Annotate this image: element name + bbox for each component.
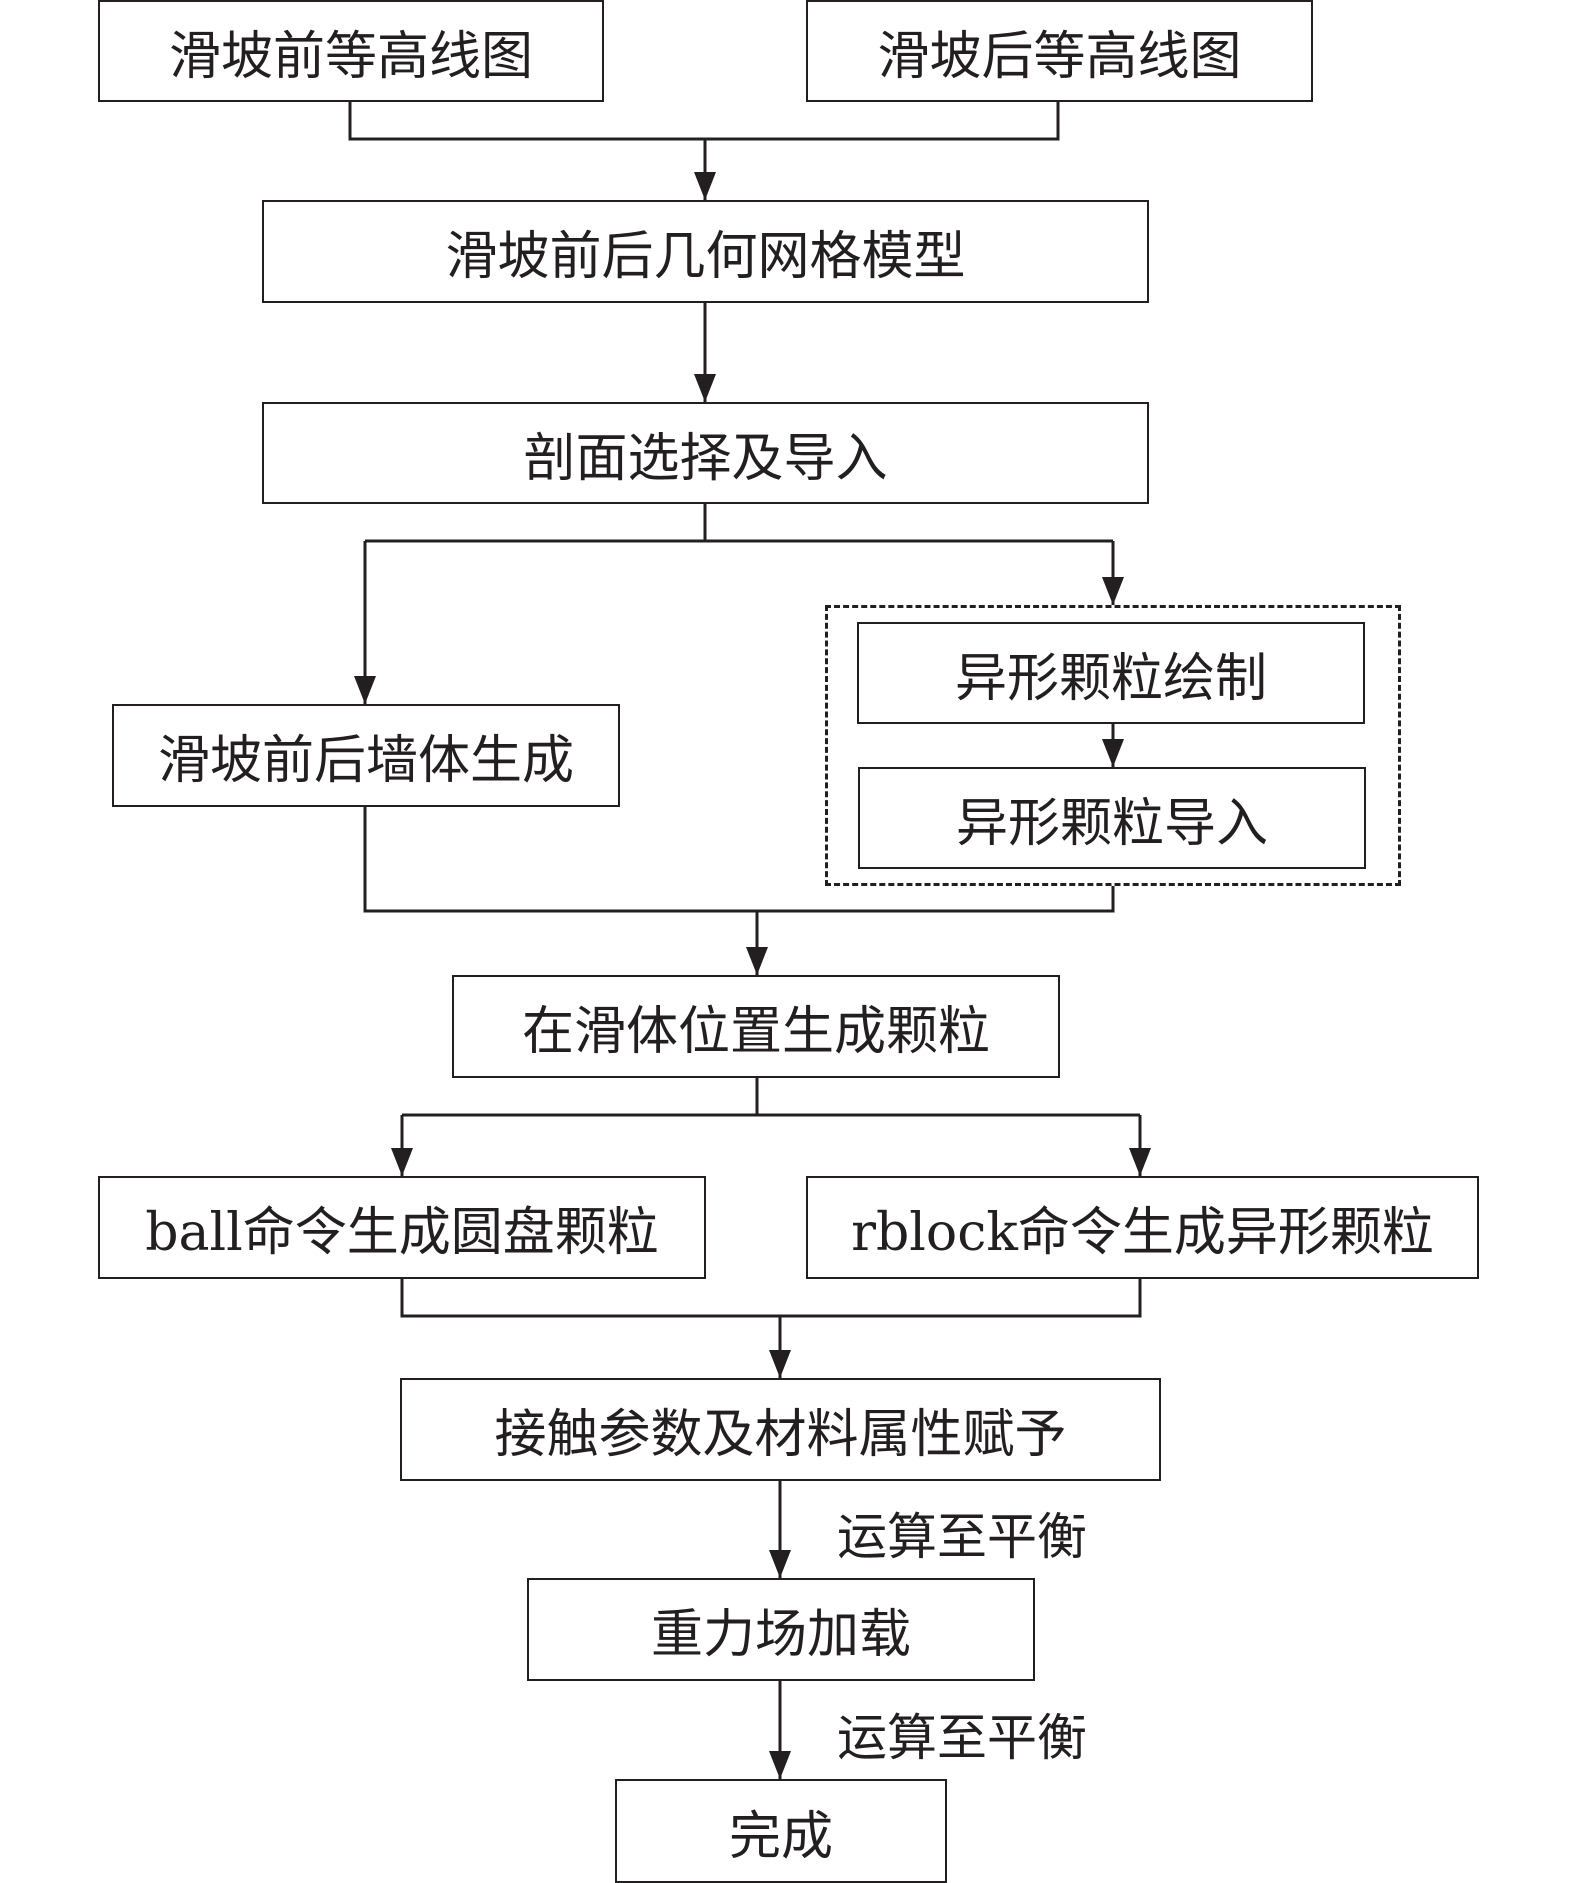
arrowhead-geometry-mesh <box>694 172 716 200</box>
arrowhead-wall-generate <box>354 676 376 704</box>
node-rblock-command: rblock命令生成异形颗粒 <box>806 1176 1479 1279</box>
arrowhead-rblock-command <box>1129 1148 1151 1176</box>
node-ball-command: ball命令生成圆盘颗粒 <box>98 1176 706 1279</box>
node-irregular-draw: 异形颗粒绘制 <box>857 622 1365 724</box>
node-contour-before: 滑坡前等高线图 <box>98 0 604 102</box>
arrowhead-done <box>769 1751 791 1779</box>
connector-commands-merge <box>400 1279 1142 1318</box>
edge-label-equilibrium-1: 运算至平衡 <box>837 1508 1087 1566</box>
node-irregular-import: 异形颗粒导入 <box>858 767 1366 869</box>
node-contour-after: 滑坡后等高线图 <box>806 0 1313 102</box>
connector-contours-merge <box>348 102 1060 141</box>
arrowhead-generate-particles <box>746 947 768 975</box>
edge-label-equilibrium-2: 运算至平衡 <box>837 1709 1087 1767</box>
node-gravity-load: 重力场加载 <box>527 1578 1035 1681</box>
irregular-particle-group <box>825 605 1401 886</box>
node-wall-generate: 滑坡前后墙体生成 <box>112 704 620 807</box>
arrowhead-gravity-load <box>769 1550 791 1578</box>
arrowhead-irregular-import <box>1102 739 1124 767</box>
arrowhead-ball-command <box>391 1148 413 1176</box>
node-section-import: 剖面选择及导入 <box>262 402 1149 504</box>
node-generate-particles: 在滑体位置生成颗粒 <box>452 975 1060 1078</box>
arrowhead-section-import <box>694 374 716 402</box>
arrowhead-irregular-group <box>1102 577 1124 605</box>
node-done: 完成 <box>615 1779 947 1883</box>
arrowhead-contact-params <box>769 1350 791 1378</box>
node-geometry-mesh: 滑坡前后几何网格模型 <box>262 200 1149 303</box>
node-contact-params: 接触参数及材料属性赋予 <box>400 1378 1161 1481</box>
connector-wall-group-merge <box>363 807 1115 913</box>
